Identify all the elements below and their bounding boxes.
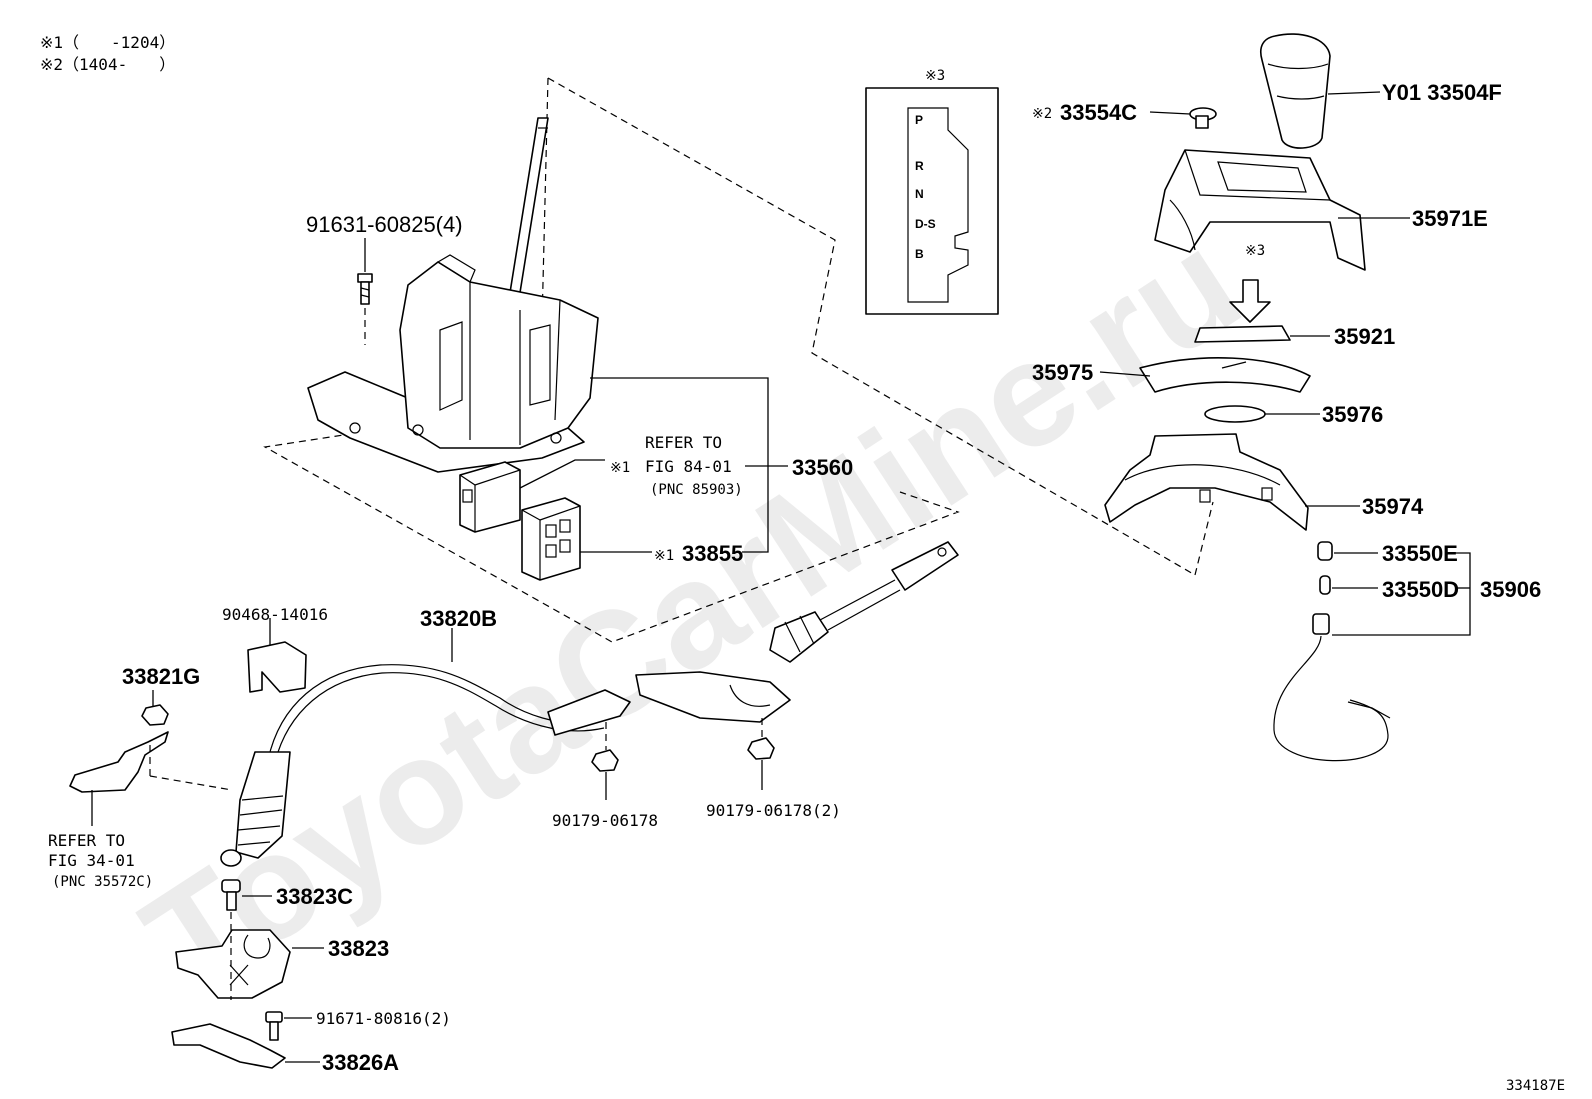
ref-fig34-line1: REFER TO: [48, 831, 125, 850]
gate-n: N: [915, 187, 924, 201]
nut-90179-b: [747, 737, 775, 760]
label-91631: 91631-60825(4): [306, 212, 463, 237]
connector-85903: [459, 461, 521, 533]
gate-d-s: D-S: [915, 217, 936, 231]
indicator-housing: [1154, 149, 1366, 271]
gate-pattern-box: [865, 87, 999, 315]
label-33826a: 33826A: [322, 1050, 399, 1075]
control-cable: [220, 541, 959, 867]
label-35921: 35921: [1334, 324, 1395, 349]
label-33823c: 33823C: [276, 884, 353, 909]
label-90179-a: 90179-06178: [552, 811, 658, 830]
label-33550d: 33550D: [1382, 577, 1459, 602]
label-35906: 35906: [1480, 577, 1541, 602]
label-33554c-marker: ※2: [1032, 106, 1052, 122]
label-33560: 33560: [792, 455, 853, 480]
plate-33826a: [171, 1023, 286, 1069]
gate-b: B: [915, 247, 924, 261]
marker-35921: ※3: [1245, 243, 1265, 259]
film-35921: [1194, 325, 1291, 343]
label-33855: 33855: [682, 541, 743, 566]
bracket-33823: [175, 929, 291, 999]
label-91671: 91671-80816(2): [316, 1009, 451, 1028]
note-1: ※1（ -1204）: [40, 33, 175, 52]
bolt-33823c: [221, 879, 241, 911]
nut-90179-a: [591, 749, 619, 772]
clip-33554c: [1189, 107, 1217, 129]
ref-fig84-line3: (PNC 85903): [650, 482, 743, 498]
label-33820b: 33820B: [420, 606, 497, 631]
label-33554c: 33554C: [1060, 100, 1137, 125]
bolt-91671: [265, 1011, 283, 1041]
ref-fig34-line3: (PNC 35572C): [52, 874, 153, 890]
label-35971e: 35971E: [1412, 206, 1488, 231]
cover-35974: [1104, 433, 1309, 531]
label-33550e: 33550E: [1382, 541, 1458, 566]
switch-33855: [521, 497, 581, 581]
diagram-id: 334187E: [1506, 1078, 1565, 1094]
ref-fig34-line2: FIG 34-01: [48, 851, 135, 870]
shift-lever-assembly: [307, 117, 599, 473]
down-arrow-icon: [1229, 279, 1271, 323]
cable-bracket: [69, 731, 169, 793]
shift-assembly-dashed-lower: [263, 77, 960, 643]
shift-assembly-dashed-outline: [547, 77, 1196, 576]
label-33855-marker: ※1: [654, 548, 674, 564]
note-2: ※2（1404- ）: [40, 55, 175, 74]
label-35975: 35975: [1032, 360, 1093, 385]
gate-p: P: [915, 113, 923, 127]
ref-fig84-marker: ※1: [610, 460, 630, 476]
label-90468: 90468-14016: [222, 605, 328, 624]
gate-r: R: [915, 159, 924, 173]
bolt-91631: [357, 273, 373, 305]
clip-90468: [247, 641, 307, 693]
ref-fig84-line2: FIG 84-01: [645, 457, 732, 476]
bulb-33550d: [1319, 575, 1331, 595]
label-35976: 35976: [1322, 402, 1383, 427]
shift-knob: [1259, 33, 1331, 149]
label-90179-b: 90179-06178(2): [706, 801, 841, 820]
bulb-harness-35906: [1273, 613, 1391, 762]
label-35974: 35974: [1362, 494, 1424, 519]
nut-33821g: [141, 704, 169, 726]
plate-35975: [1139, 357, 1311, 393]
label-33821g: 33821G: [122, 664, 200, 689]
ref-fig84-line1: REFER TO: [645, 433, 722, 452]
disc-35976: [1204, 405, 1266, 423]
label-33823: 33823: [328, 936, 389, 961]
bulb-33550e: [1317, 541, 1333, 561]
gate-box-marker: ※3: [925, 68, 945, 84]
label-33504f: Y01 33504F: [1382, 80, 1502, 105]
